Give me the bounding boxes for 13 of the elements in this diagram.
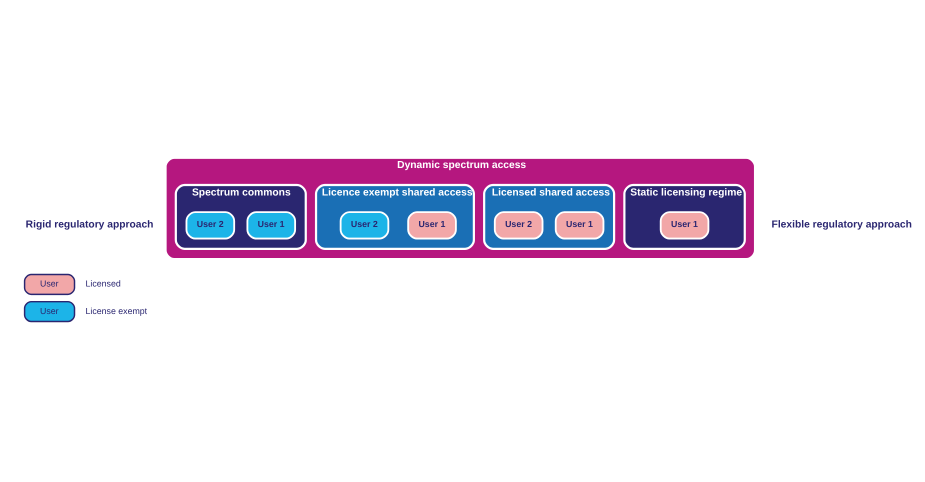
label: Flexible regulatory approach: [772, 218, 912, 230]
label: User: [40, 305, 59, 316]
node-box: User 1: [554, 210, 604, 239]
node-box: User 1: [246, 210, 296, 239]
label: Rigid regulatory approach: [26, 218, 154, 230]
legend-label: License exempt: [86, 305, 148, 316]
node-box: User 1: [660, 210, 710, 239]
node-box: User 1: [407, 210, 457, 239]
node-box: User 2: [494, 210, 544, 239]
node-box: User 2: [186, 210, 236, 239]
node-box: User 2: [340, 210, 390, 239]
label: User: [40, 278, 59, 288]
legend-label: Licensed: [86, 278, 121, 288]
